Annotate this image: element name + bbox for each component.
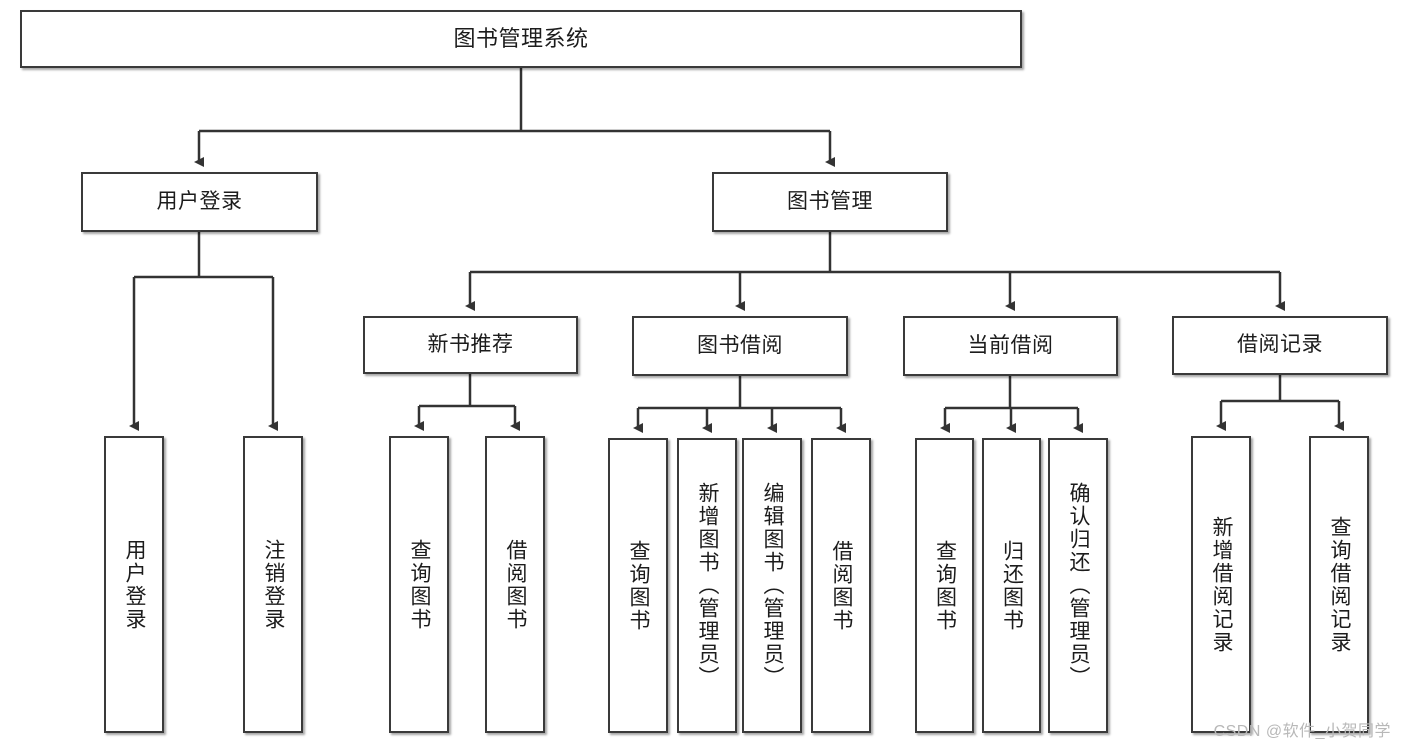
node-book-borrow-label: 图书借阅 (697, 333, 783, 357)
node-leaf-query-book-3-label: 查询图书 (933, 539, 957, 632)
node-leaf-confirm-return-label: 确认归还（管理员） (1067, 482, 1091, 689)
node-root-label: 图书管理系统 (453, 26, 589, 52)
node-leaf-query-book-1[interactable]: 查询图书 (389, 436, 449, 733)
node-borrow-record[interactable]: 借阅记录 (1172, 316, 1388, 375)
node-leaf-query-book-2-label: 查询图书 (627, 539, 651, 632)
node-leaf-add-book-label: 新增图书（管理员） (696, 482, 720, 689)
watermark-text: CSDN @软件_小贺同学 (1213, 723, 1391, 740)
node-user-login[interactable]: 用户登录 (81, 172, 318, 232)
node-leaf-edit-book[interactable]: 编辑图书（管理员） (742, 438, 802, 733)
node-book-borrow[interactable]: 图书借阅 (632, 316, 848, 376)
node-leaf-query-record[interactable]: 查询借阅记录 (1309, 436, 1369, 733)
node-leaf-borrow-book-2[interactable]: 借阅图书 (811, 438, 871, 733)
node-leaf-add-book[interactable]: 新增图书（管理员） (677, 438, 737, 733)
node-leaf-query-book-3[interactable]: 查询图书 (915, 438, 974, 733)
node-leaf-confirm-return[interactable]: 确认归还（管理员） (1048, 438, 1108, 733)
node-leaf-query-book-2[interactable]: 查询图书 (608, 438, 668, 733)
node-leaf-add-record-label: 新增借阅记录 (1210, 515, 1234, 654)
node-borrow-record-label: 借阅记录 (1237, 333, 1323, 357)
node-leaf-user-login-label: 用户登录 (123, 538, 147, 631)
node-new-book-recommend[interactable]: 新书推荐 (363, 316, 578, 374)
node-book-manage-label: 图书管理 (787, 189, 873, 213)
node-leaf-query-book-1-label: 查询图书 (408, 538, 432, 631)
node-leaf-user-logout[interactable]: 注销登录 (243, 436, 303, 733)
node-leaf-edit-book-label: 编辑图书（管理员） (761, 482, 785, 689)
node-leaf-borrow-book-1[interactable]: 借阅图书 (485, 436, 545, 733)
node-leaf-user-login[interactable]: 用户登录 (104, 436, 164, 733)
node-leaf-user-logout-label: 注销登录 (262, 538, 286, 631)
node-leaf-add-record[interactable]: 新增借阅记录 (1191, 436, 1251, 733)
node-user-login-label: 用户登录 (156, 189, 243, 213)
node-current-borrow[interactable]: 当前借阅 (903, 316, 1118, 376)
node-root[interactable]: 图书管理系统 (20, 10, 1022, 68)
node-leaf-return-book[interactable]: 归还图书 (982, 438, 1041, 733)
node-current-borrow-label: 当前借阅 (967, 333, 1054, 357)
node-leaf-return-book-label: 归还图书 (1000, 539, 1024, 632)
node-leaf-borrow-book-2-label: 借阅图书 (830, 539, 854, 632)
node-leaf-query-record-label: 查询借阅记录 (1328, 515, 1352, 654)
node-leaf-borrow-book-1-label: 借阅图书 (504, 538, 528, 631)
node-book-manage[interactable]: 图书管理 (712, 172, 948, 232)
node-new-book-recommend-label: 新书推荐 (427, 332, 514, 356)
